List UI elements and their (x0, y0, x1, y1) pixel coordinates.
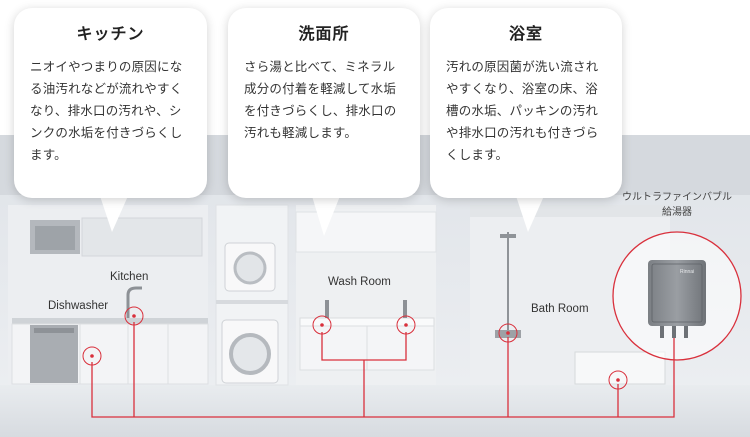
dishwasher-label: Dishwasher (48, 300, 109, 312)
kitchen-label: Kitchen (110, 271, 149, 283)
washroom-bubble-text: さら湯と比べて、ミネラル成分の付着を軽減して水垢を付きづらくし、排水口の汚れも軽… (244, 59, 397, 140)
counter-top (12, 318, 208, 324)
washroom-bubble-tail (312, 196, 340, 236)
washroom-bubble: 洗面所 さら湯と比べて、ミネラル成分の付着を軽減して水垢を付きづらくし、排水口の… (228, 8, 420, 198)
shower-marker (498, 323, 518, 343)
bathtub-marker (608, 370, 628, 390)
wash-room-label: Wash Room (328, 276, 391, 288)
fixture-marker-dots (90, 314, 620, 382)
bubble-tails (100, 196, 544, 236)
kitchen-faucet-marker (124, 306, 144, 326)
bathroom-bubble-tail (516, 196, 544, 232)
dishwasher-marker (82, 346, 102, 366)
bath-room-label: Bath Room (531, 303, 589, 315)
floor (0, 385, 750, 437)
fixture-markers (82, 306, 628, 390)
kitchen-bubble-text: ニオイやつまりの原因になる油汚れなどが流れやすくなり、排水口の汚れや、シンクの水… (30, 59, 183, 162)
kitchen-room (8, 205, 209, 385)
main-pipe (91, 338, 675, 418)
heater-label: ウルトラファインバブル 給湯器 (618, 190, 736, 220)
kitchen-bubble-title: キッチン (76, 24, 145, 43)
heater-label-line1: ウルトラファインバブル (622, 192, 732, 203)
wash-room (295, 205, 437, 385)
bathtub (574, 351, 666, 385)
washroom-right-marker (396, 315, 416, 335)
kitchen-bubble: キッチン ニオイやつまりの原因になる油汚れなどが流れやすくなり、排水口の汚れや、… (14, 8, 207, 198)
pipe-network (91, 322, 675, 418)
kitchen-faucet-shape (126, 286, 142, 318)
bathroom-bubble-text: 汚れの原因菌が洗い流されやすくなり、浴室の床、浴槽の水垢、パッキンの汚れや排水口… (446, 59, 599, 162)
washroom-left-marker (312, 315, 332, 335)
water-heater-unit (648, 260, 706, 338)
washroom-bubble-title: 洗面所 (298, 24, 350, 43)
upper-cabinet (81, 217, 203, 257)
kitchen-bubble-tail (100, 196, 128, 232)
bathroom-bubble-title: 浴室 (508, 24, 543, 43)
dishwasher-front (30, 325, 78, 383)
vanity-counter (299, 317, 435, 327)
heater-brand-text: Rinnai (680, 269, 694, 275)
mirror-cabinet (295, 211, 437, 253)
laundry-area (215, 204, 289, 386)
heater-label-line2: 給湯器 (662, 207, 692, 218)
bathroom-bubble: 浴室 汚れの原因菌が洗い流されやすくなり、浴室の床、浴槽の水垢、パッキンの汚れや… (430, 8, 622, 198)
